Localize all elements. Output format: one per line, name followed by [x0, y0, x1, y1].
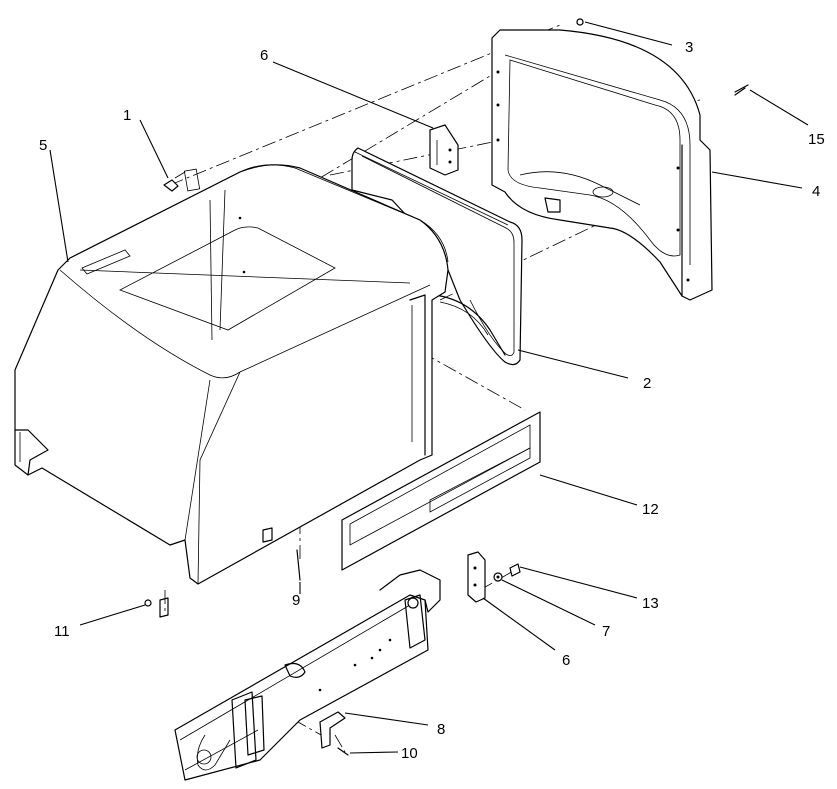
frame-part: [174, 569, 441, 781]
rear-panel-part: [491, 18, 746, 301]
hood-part: [14, 164, 449, 618]
leader-lines: [49, 21, 809, 754]
callout-7: 7: [602, 623, 610, 640]
bracket-upper-part: [429, 124, 459, 176]
callout-10: 10: [401, 745, 418, 762]
callout-4: 4: [812, 183, 820, 200]
callout-1: 1: [123, 107, 131, 124]
callout-11: 11: [54, 623, 70, 640]
bracket-lower-part: [467, 551, 521, 603]
decal-part: [341, 411, 541, 571]
seal-part: [351, 147, 523, 366]
latch-part: [319, 711, 349, 756]
callout-8: 8: [437, 721, 445, 738]
callout-2: 2: [643, 375, 651, 392]
callout-6-upper: 6: [260, 47, 268, 64]
callout-3: 3: [685, 39, 693, 56]
callout-labels: 1 2 3 4 5 6 6 7 8 9 10 11 12 13 15: [39, 39, 825, 762]
callout-13: 13: [642, 595, 659, 612]
callout-5: 5: [39, 137, 47, 154]
small-hardware: [144, 549, 301, 607]
callout-6-lower: 6: [562, 652, 570, 669]
screw-part: [163, 171, 186, 192]
callout-9: 9: [292, 592, 300, 609]
callout-12: 12: [642, 501, 659, 518]
fasteners-top: [576, 18, 749, 93]
callout-15: 15: [808, 131, 825, 148]
